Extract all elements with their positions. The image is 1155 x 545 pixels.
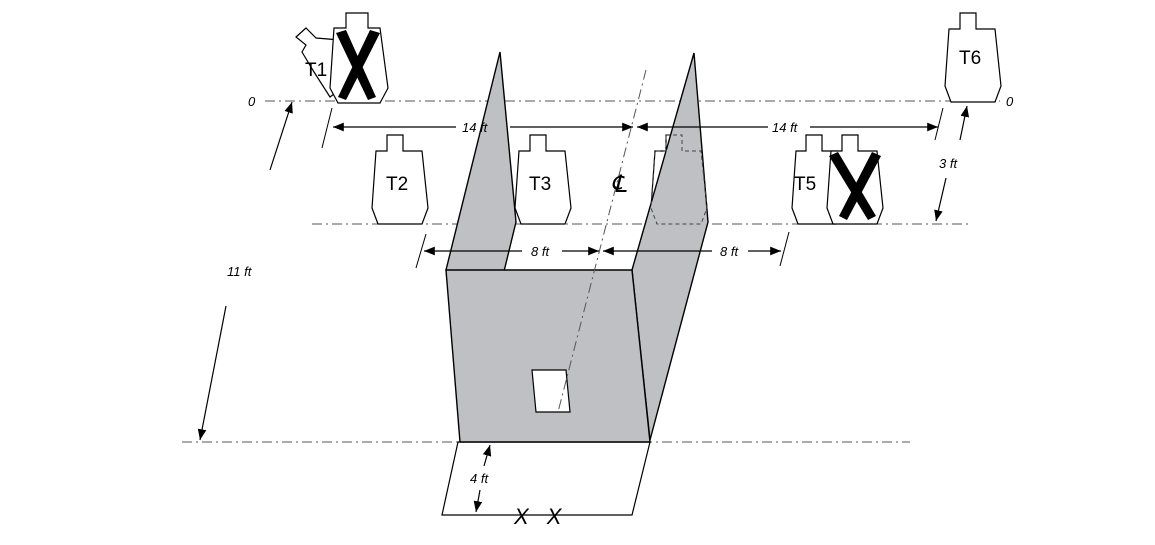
- target-t6: T6: [944, 12, 1002, 103]
- dimension-3ft-arrow: [959, 105, 970, 141]
- dimension-8ft-left: 8 ft: [531, 244, 550, 259]
- target-t3-paper: [514, 134, 572, 225]
- front-wall: [445, 269, 651, 443]
- noshoot-slash-icon: [839, 152, 881, 220]
- dimension-11ft-arrow: [197, 305, 227, 441]
- dimension-11ft-arrow: [269, 101, 293, 171]
- dimension-14ft-right: 14 ft: [772, 120, 799, 135]
- target-t6-paper: [944, 12, 1002, 103]
- dimension-4ft: 4 ft: [470, 471, 489, 486]
- centerline: [557, 69, 647, 413]
- target-t1: T1: [295, 12, 389, 104]
- target-t6-label: T6: [959, 48, 981, 69]
- dimension-11ft: 11 ft: [227, 264, 253, 279]
- dimension-14ft-left: 14 ft: [462, 120, 489, 135]
- dimension-8ft-right: 8 ft: [720, 244, 739, 259]
- centerline-symbol: ℄: [611, 170, 627, 198]
- extension-line: [415, 233, 427, 269]
- wall-port: [531, 369, 571, 413]
- zero-right-label: 0: [1006, 94, 1014, 109]
- zero-left-label: 0: [248, 94, 256, 109]
- target-t2-label: T2: [386, 174, 408, 195]
- extension-line: [779, 231, 790, 267]
- target-t3-label: T3: [529, 174, 551, 195]
- target-t3: T3: [514, 134, 572, 225]
- extension-line: [321, 107, 333, 149]
- target-t1-label: T1: [305, 60, 327, 81]
- target-t4-hidden-outline: [650, 134, 708, 225]
- dimension-3ft-arrow: [934, 177, 947, 222]
- target-t2: T2: [371, 134, 429, 225]
- dimension-4ft-arrow: [473, 489, 483, 513]
- noshoot-t5-paper: [826, 134, 884, 225]
- shooting-position-marks: X X: [513, 504, 567, 529]
- dimension-4ft-arrow: [482, 444, 492, 467]
- target-t2-paper: [371, 134, 429, 225]
- target-t5-label: T5: [794, 174, 816, 195]
- extension-line: [934, 107, 944, 141]
- noshoot-slash-icon: [829, 152, 876, 220]
- noshoot-slash-icon: [338, 30, 380, 100]
- dimension-3ft: 3 ft: [939, 156, 958, 171]
- target-t5: T5: [791, 134, 884, 225]
